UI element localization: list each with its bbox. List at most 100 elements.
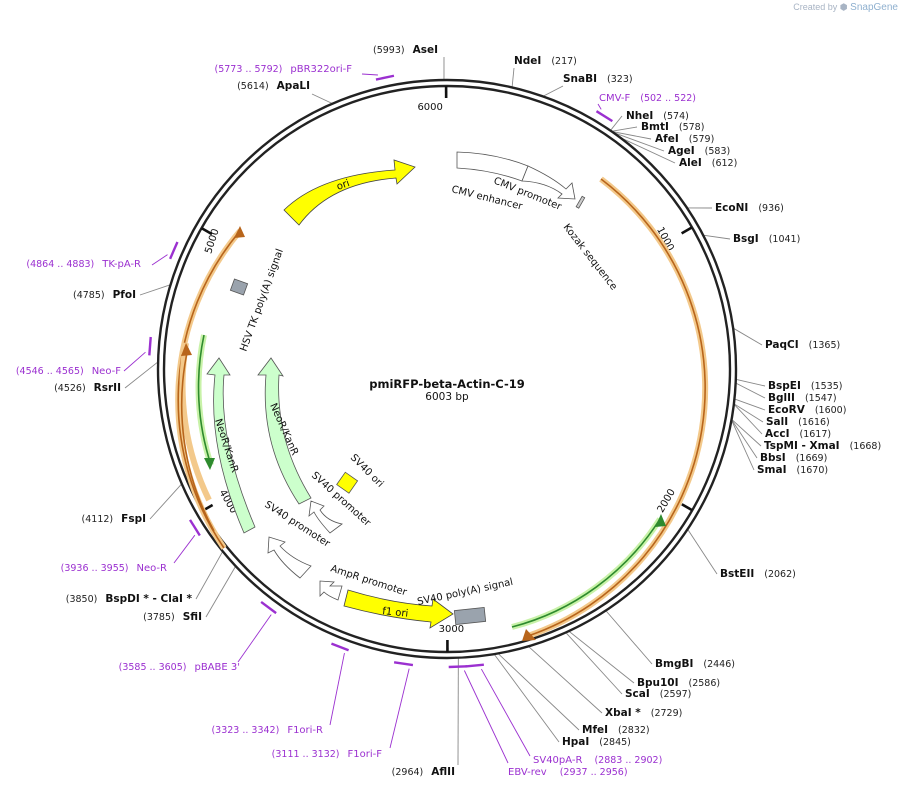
orf-glow-left-inner: [179, 342, 212, 502]
restriction-site-label: (5614)ApaLI: [237, 80, 310, 92]
feature-cmv-enhancer-arrow: [456, 151, 529, 182]
orf-arc-left: [177, 230, 241, 549]
feature-cmv-promoter-arrow: [521, 165, 576, 200]
primer-bar: [260, 600, 277, 615]
primer-leader-line: [361, 73, 378, 76]
plasmid-length: 6003 bp: [425, 391, 469, 403]
site-name: FspI: [121, 513, 146, 525]
site-position: (936): [758, 203, 784, 214]
tick-label: 3000: [439, 624, 464, 635]
site-leader-line: [619, 136, 676, 164]
primer-label: (3111 .. 3132)F1ori-F: [272, 749, 383, 760]
site-position: (1617): [799, 429, 831, 440]
primer-leader-line: [151, 254, 168, 266]
restriction-site-label: BglII(1547): [768, 392, 837, 404]
site-name: AflII: [431, 766, 455, 778]
green-arrowhead-left: [204, 458, 215, 470]
feature-neor-outer-arrow: [206, 357, 256, 534]
primer-name: SV40pA-R: [533, 755, 582, 766]
annotation-labels: (5993)AseINdeI(217)SnaBI(323)NheI(574)Bm…: [16, 44, 881, 778]
site-position: (2832): [618, 725, 650, 736]
restriction-site-label: Bpu10I(2586): [637, 677, 720, 689]
primer-name: Neo-R: [137, 563, 168, 574]
primer-range: (5773 .. 5792): [215, 64, 283, 75]
open-reading-frames: [175, 176, 709, 641]
site-leader-line: [528, 645, 603, 714]
site-position: (217): [551, 56, 577, 67]
site-name: SalI: [766, 416, 788, 428]
feature-ampr-promoter-arrow: [319, 580, 343, 601]
primer-range: (3936 .. 3955): [61, 563, 129, 574]
restriction-site-label: (3785) SfiI: [143, 611, 202, 623]
feature-neor-inner-arrow: [257, 357, 312, 505]
primer-name: EBV-rev: [508, 767, 547, 778]
site-leader-line: [735, 378, 766, 387]
restriction-site-label: NdeI(217): [514, 55, 577, 67]
site-position: (2446): [703, 659, 735, 670]
restriction-site-label: MfeI(2832): [582, 724, 650, 736]
primer-range: (2937 .. 2956): [560, 767, 628, 778]
orf-arc-right: [527, 178, 706, 637]
site-name: SmaI: [757, 464, 787, 476]
snapgene-logo-icon: ⬢: [839, 2, 848, 12]
restriction-site-label: AgeI(583): [668, 145, 730, 157]
site-name: BglII: [768, 392, 795, 404]
site-name: RsrII: [94, 382, 121, 394]
primer-label: (3585 .. 3605)pBABE 3': [119, 662, 240, 673]
site-name: EcoNI: [715, 202, 748, 214]
site-leader-line: [733, 403, 764, 423]
tick-mark: [680, 226, 693, 235]
primer-bar: [375, 74, 395, 81]
site-position: (1600): [815, 405, 847, 416]
feature-sv40-promoter-inner-arrow: [308, 500, 343, 534]
site-leader-line: [687, 528, 718, 575]
primer-range: (3323 .. 3342): [211, 725, 279, 736]
primer-name: pBR322ori-F: [290, 64, 352, 75]
site-position: (1669): [796, 453, 828, 464]
primer-range: (3585 .. 3605): [119, 662, 187, 673]
restriction-site-label: BmgBI (2446): [655, 658, 735, 670]
primer-bar: [169, 241, 179, 260]
site-leader-line: [511, 67, 515, 88]
primer-bar: [465, 663, 484, 668]
site-name: BstEII: [720, 568, 754, 580]
site-leader-line: [611, 126, 638, 132]
primer-label: (3323 .. 3342) F1ori-R: [211, 725, 323, 736]
site-name: SfiI: [183, 611, 202, 623]
site-position: (578): [679, 122, 705, 133]
feature-hsv-tk-label: HSV TK poly(A) signal: [238, 247, 285, 353]
site-name: TspMI - XmaI: [764, 440, 840, 452]
site-leader-line: [311, 93, 333, 105]
restriction-site-label: (4112)FspI: [82, 513, 146, 525]
site-position: (3850): [66, 594, 98, 605]
site-name: SnaBI: [563, 73, 597, 85]
site-position: (3785): [143, 612, 175, 623]
primer-range: (502 .. 522): [640, 93, 696, 104]
site-leader-line: [732, 327, 763, 346]
backbone-outer-circle: [156, 78, 738, 660]
tick-mark: [681, 503, 693, 512]
site-name: AgeI: [668, 145, 695, 157]
primer-name: TK-pA-R: [101, 259, 141, 270]
site-name: Bpu10I: [637, 677, 679, 689]
site-position: (2597): [660, 689, 692, 700]
feature-f1-ori-arrow: [343, 589, 454, 629]
site-leader-line: [611, 131, 652, 140]
site-name: BmgBI: [655, 658, 693, 670]
primer-leader-line: [597, 103, 602, 110]
site-leader-line: [568, 630, 635, 684]
site-name: HpaI: [562, 736, 589, 748]
site-leader-line: [139, 284, 171, 296]
orf-arrowhead-right: [522, 629, 536, 641]
created-by-text: Created by: [793, 2, 838, 12]
orf-arc-left-inner: [180, 347, 215, 532]
restriction-site-label: (3850)BspDI * - ClaI *: [66, 593, 193, 605]
site-name: AleI: [679, 157, 702, 169]
primer-label: SV40pA-R(2883 .. 2902): [533, 755, 662, 766]
site-name: AccI: [765, 428, 789, 440]
site-position: (5614): [237, 81, 269, 92]
site-name: AseI: [413, 44, 438, 56]
primer-name: F1ori-R: [287, 725, 323, 736]
site-leader-line: [605, 610, 653, 665]
restriction-site-label: ScaI(2597): [625, 688, 691, 700]
